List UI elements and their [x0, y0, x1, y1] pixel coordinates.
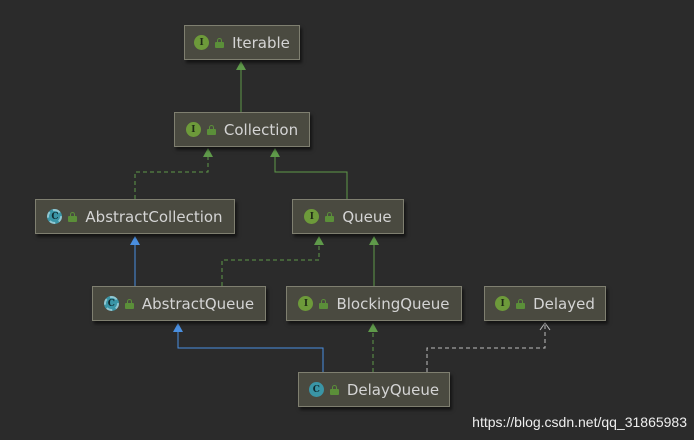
watermark: https://blog.csdn.net/qq_31865983: [472, 414, 687, 430]
node-label: Delayed: [533, 294, 595, 313]
edge-collection-iterable: [236, 61, 246, 112]
edge-delayqueue-abstractqueue: [173, 323, 324, 372]
abstract-class-icon: C: [103, 296, 119, 311]
node-abstract-collection[interactable]: C AbstractCollection: [35, 199, 235, 234]
node-label: Queue: [342, 207, 392, 226]
edge-queue-collection: [270, 148, 348, 199]
node-label: Iterable: [232, 33, 290, 52]
node-label: BlockingQueue: [336, 294, 450, 313]
node-label: AbstractCollection: [85, 207, 223, 226]
lock-icon: [68, 211, 78, 222]
lock-icon: [516, 298, 526, 309]
edge-delayqueue-blockingqueue: [368, 323, 378, 372]
node-label: DelayQueue: [346, 380, 440, 399]
lock-icon: [329, 384, 339, 395]
edge-delayqueue-delayed: [426, 322, 551, 372]
edge-blockingqueue-queue: [369, 236, 379, 286]
node-label: AbstractQueue: [141, 294, 255, 313]
interface-icon: I: [495, 296, 511, 311]
node-iterable[interactable]: I Iterable: [184, 25, 300, 60]
lock-icon: [124, 298, 134, 309]
lock-icon: [319, 298, 329, 309]
interface-icon: I: [298, 296, 314, 311]
abstract-class-icon: C: [47, 209, 63, 224]
interface-icon: I: [185, 122, 201, 137]
interface-icon: I: [194, 35, 210, 50]
node-blocking-queue[interactable]: I BlockingQueue: [286, 286, 462, 321]
edge-abstractqueue-queue: [221, 236, 324, 286]
lock-icon: [325, 211, 335, 222]
edge-abstractqueue-abstractcollection: [130, 236, 140, 286]
class-icon: C: [308, 382, 324, 397]
node-abstract-queue[interactable]: C AbstractQueue: [92, 286, 266, 321]
interface-icon: I: [304, 209, 320, 224]
node-label: Collection: [223, 120, 299, 139]
node-delay-queue[interactable]: C DelayQueue: [298, 372, 450, 407]
node-queue[interactable]: I Queue: [292, 199, 404, 234]
lock-icon: [215, 37, 225, 48]
lock-icon: [206, 124, 216, 135]
edge-abstractcollection-collection: [134, 148, 213, 199]
node-delayed[interactable]: I Delayed: [484, 286, 606, 321]
node-collection[interactable]: I Collection: [174, 112, 310, 147]
